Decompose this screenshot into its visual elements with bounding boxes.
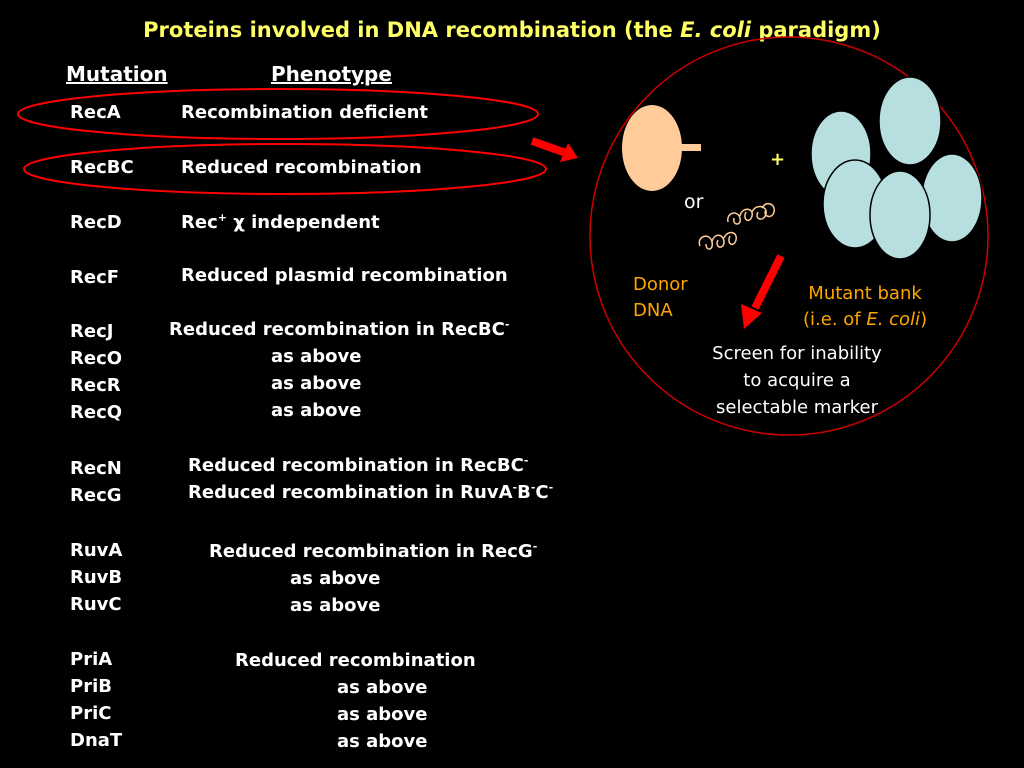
mutation-recr: RecR [70,375,121,396]
mutation-recj: RecJ [70,321,114,342]
mutation-pria: PriA [70,649,113,670]
mutation-ruva: RuvA [70,540,123,561]
phenotype-pric: as above [337,704,428,725]
mutation-recbc: RecBC [70,157,134,178]
plus-label: + [770,149,786,170]
mutation-prib: PriB [70,676,112,697]
mutation-dnat: DnaT [70,730,123,751]
phenotype-ruva: Reduced recombination in RecG- [209,540,538,562]
mutation-ruvb: RuvB [70,567,123,588]
phenotype-dnat: as above [337,731,428,752]
recbc-highlight-ellipse [23,143,547,195]
mutation-recg: RecG [70,485,122,506]
phenotype-ruvb: as above [290,568,381,589]
phenotype-recbc: Reduced recombination [181,157,422,178]
donor-cell-icon [622,105,701,191]
mutation-pric: PriC [70,703,112,724]
phenotype-recg: Reduced recombination in RuvA-B-C- [188,481,554,503]
right-arrow-icon [530,137,578,162]
phenotype-recq: as above [271,400,362,421]
title-species: E. coli [680,18,752,42]
mutation-reco: RecO [70,348,123,369]
phenotype-ruvc: as above [290,595,381,616]
phenotype-recf: Reduced plasmid recombination [181,265,508,286]
mutant-bank-icon [810,76,983,260]
phenotype-recd: Rec+ χ independent [181,211,380,233]
screen-description: Screen for inability to acquire a select… [712,343,882,418]
phenotype-recn: Reduced recombination in RecBC- [188,454,529,476]
phenotype-reca: Recombination deficient [181,102,428,123]
phenotype-recj: Reduced recombination in RecBC- [169,318,510,340]
mutation-recq: RecQ [70,402,123,423]
mutation-ruvc: RuvC [70,594,122,615]
slide-title: Proteins involved in DNA recombination (… [0,18,1024,42]
title-text-start: Proteins involved in DNA recombination (… [143,18,681,42]
phenotype-recr: as above [271,373,362,394]
dna-fragments-icon [698,202,775,250]
mutation-header: Mutation [66,62,168,86]
down-arrow-icon [741,254,785,329]
experiment-circle [589,36,989,436]
mutant-bank-label: Mutant bank (i.e. of E. coli) [803,283,928,330]
mutation-recf: RecF [70,267,120,288]
phenotype-pria: Reduced recombination [235,650,476,671]
phenotype-reco: as above [271,346,362,367]
mutation-reca: RecA [70,102,121,123]
phenotype-header: Phenotype [271,62,392,86]
reca-highlight-ellipse [17,88,539,140]
mutation-recn: RecN [70,458,122,479]
donor-dna-label: Donor DNA [633,274,688,321]
or-label: or [684,191,704,213]
mutation-recd: RecD [70,212,122,233]
phenotype-prib: as above [337,677,428,698]
